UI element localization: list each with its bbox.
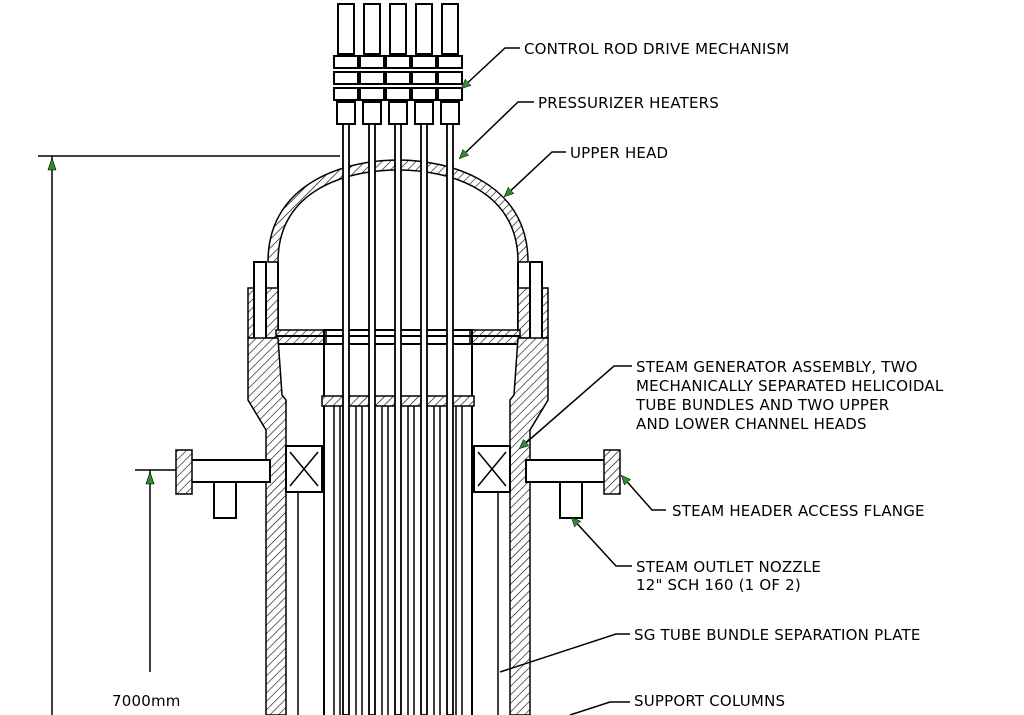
label-steam-outlet-nozzle: STEAM OUTLET NOZZLE <box>636 558 821 576</box>
leader-lines <box>460 47 666 715</box>
channel-heads <box>285 445 511 493</box>
steam-outlet-nozzles <box>175 449 621 519</box>
label-sg-assembly-1: STEAM GENERATOR ASSEMBLY, TWO <box>636 358 918 376</box>
label-sg-assembly-4: AND LOWER CHANNEL HEADS <box>636 415 867 433</box>
vessel-walls <box>247 337 549 715</box>
label-steam-header-flange: STEAM HEADER ACCESS FLANGE <box>672 502 925 520</box>
label-support-columns: SUPPORT COLUMNS <box>634 692 785 710</box>
label-sg-assembly-3: TUBE BUNDLES AND TWO UPPER <box>635 396 889 414</box>
control-rod-drive-mechanisms <box>333 3 463 715</box>
label-control-rod-drive: CONTROL ROD DRIVE MECHANISM <box>524 40 789 58</box>
label-steam-outlet-spec: 12" SCH 160 (1 OF 2) <box>636 576 801 594</box>
dimension-lines <box>38 155 340 715</box>
label-separation-plate: SG TUBE BUNDLE SEPARATION PLATE <box>634 626 921 644</box>
label-upper-head: UPPER HEAD <box>570 144 668 162</box>
label-sg-assembly-2: MECHANICALLY SEPARATED HELICOIDAL <box>636 377 944 395</box>
label-dimension-7000mm: 7000mm <box>112 692 181 710</box>
label-pressurizer-heaters: PRESSURIZER HEATERS <box>538 94 719 112</box>
